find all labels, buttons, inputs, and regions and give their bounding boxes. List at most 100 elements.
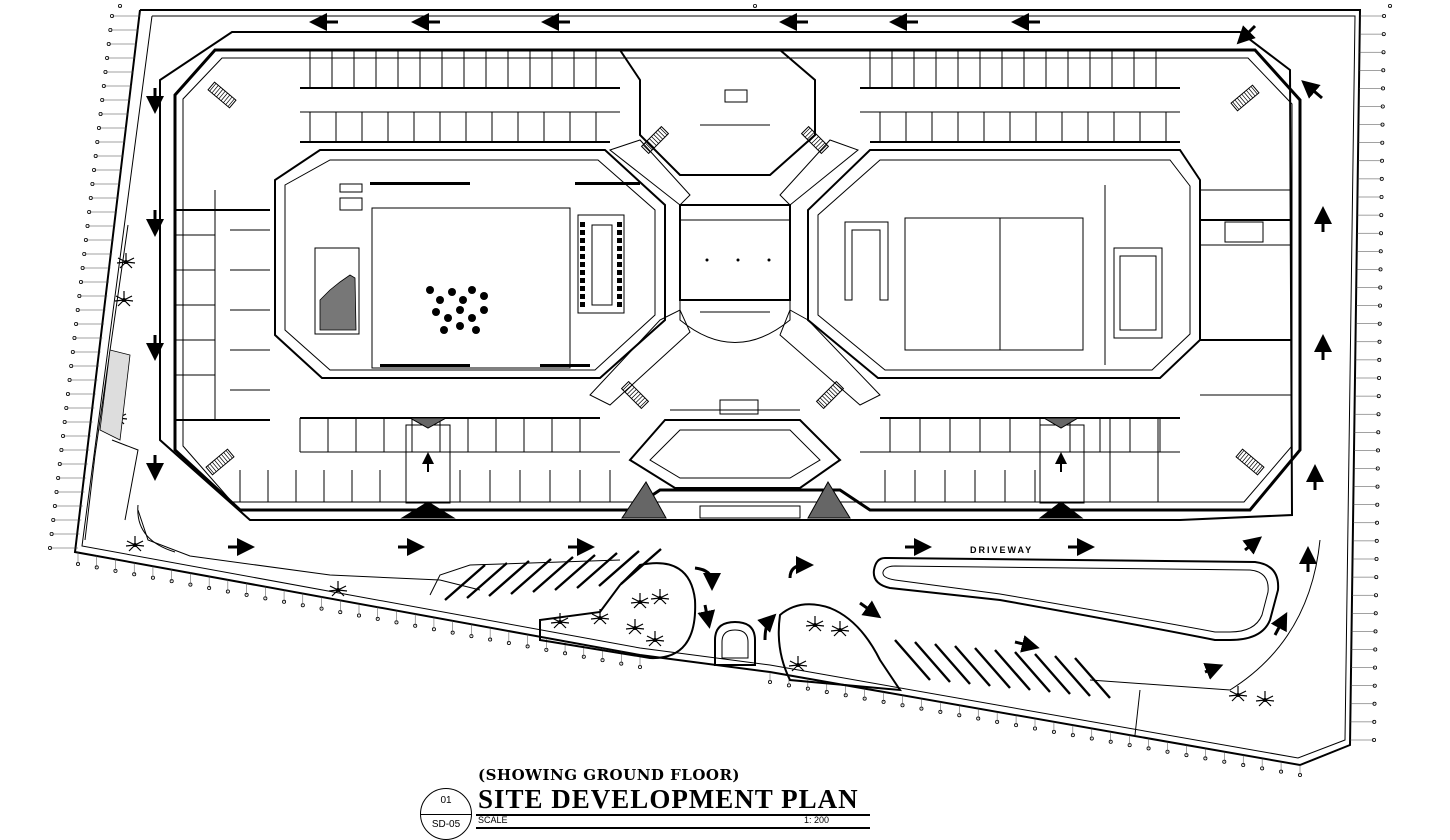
stair-tread: [228, 99, 234, 107]
stair-tread: [1247, 458, 1253, 466]
palm-tree-icon: [830, 620, 850, 637]
plaza-tree: [432, 308, 440, 316]
stair-tread: [623, 383, 630, 390]
stair-tread: [831, 387, 838, 394]
stair-tread: [640, 400, 647, 407]
stair-block: [208, 82, 236, 108]
stair-tread: [629, 389, 636, 396]
chair: [580, 262, 585, 267]
stair-tread: [829, 389, 836, 396]
parking-stall: [511, 559, 551, 594]
stair-tread: [1240, 452, 1246, 460]
drawing-subtitle: (SHOWING GROUND FLOOR): [478, 766, 741, 784]
plaza-tree: [468, 314, 476, 322]
arrow-icon: [860, 600, 882, 619]
driveway-label: DRIVEWAY: [970, 545, 1033, 555]
stair-block: [802, 127, 829, 154]
palm-tree-icon: [805, 615, 825, 632]
stair-outline: [206, 449, 234, 475]
parking-stall: [599, 551, 639, 586]
parking-stall: [555, 555, 595, 590]
plaza-tree: [468, 286, 476, 294]
stair-tread: [1246, 90, 1252, 98]
arrow-icon: [695, 568, 721, 591]
parking-stall: [1075, 658, 1110, 698]
stair-tread: [208, 466, 214, 474]
stair-tread: [820, 145, 827, 152]
chair: [617, 238, 622, 243]
stair-tread: [1256, 466, 1262, 474]
chair: [617, 278, 622, 283]
parking-landscape: [85, 225, 1320, 735]
chair: [617, 222, 622, 227]
stair-tread: [1251, 462, 1257, 470]
arrow-icon: [1203, 662, 1224, 680]
palm-tree-icon: [645, 630, 665, 647]
plaza-tree: [456, 306, 464, 314]
parking-stall: [489, 561, 529, 596]
parking-stall: [935, 644, 970, 684]
scale-underline: [476, 827, 870, 829]
stair-tread: [214, 87, 220, 95]
chair: [580, 286, 585, 291]
stair-tread: [824, 394, 831, 401]
chair: [617, 230, 622, 235]
sheet-number: SD-05: [431, 819, 461, 830]
stair-tread: [811, 136, 818, 143]
stair-tread: [219, 456, 225, 464]
stair-tread: [221, 454, 227, 462]
parking-stall: [1015, 652, 1050, 692]
stair-tread: [656, 132, 663, 139]
arrow-icon: [1301, 80, 1322, 98]
plaza-tree: [444, 314, 452, 322]
palm-tree-icon: [125, 535, 145, 552]
stair-tread: [818, 143, 825, 150]
chair: [617, 286, 622, 291]
plaza-tree: [456, 322, 464, 330]
parking-stall: [467, 563, 507, 598]
stair-tread: [1235, 100, 1241, 108]
chair: [580, 294, 585, 299]
stair-tread: [803, 128, 810, 135]
drawing-title: SITE DEVELOPMENT PLAN: [478, 784, 859, 814]
parking-stall: [955, 646, 990, 686]
palm-tree-icon: [1228, 685, 1248, 702]
parking-stall: [915, 642, 950, 682]
parking-stall: [577, 553, 617, 588]
chair: [580, 238, 585, 243]
detail-number: 01: [440, 795, 452, 806]
bottom-shops: [240, 418, 1180, 518]
stair-tread: [219, 91, 225, 99]
site-boundary: [48, 4, 1391, 776]
palm-tree-icon: [650, 588, 670, 605]
top-shops: [300, 50, 1180, 175]
arrow-icon: [757, 613, 777, 640]
chair: [617, 270, 622, 275]
plaza-tree: [480, 306, 488, 314]
stair-tread: [223, 95, 229, 103]
parking-stall: [1055, 656, 1090, 696]
plaza-tree: [436, 296, 444, 304]
chair: [580, 254, 585, 259]
stair-outline: [1236, 449, 1264, 475]
bubble-divider: [421, 814, 471, 815]
stair-tread: [217, 458, 223, 466]
chair: [617, 246, 622, 251]
left-court: [275, 150, 665, 378]
stair-tread: [627, 387, 634, 394]
stair-tread: [212, 85, 218, 93]
stair-outline: [208, 82, 236, 108]
arrow-icon: [790, 556, 814, 578]
stair-tread: [1239, 96, 1245, 104]
stair-tread: [212, 462, 218, 470]
title-block: (SHOWING GROUND FLOOR) SITE DEVELOPMENT …: [420, 764, 880, 840]
chair: [580, 230, 585, 235]
stair-tread: [820, 398, 827, 405]
stair-tread: [1237, 98, 1243, 106]
stair-block: [1231, 85, 1259, 111]
arrow-icon: [697, 605, 716, 629]
parking-stall: [995, 650, 1030, 690]
chair: [617, 254, 622, 259]
chair: [617, 262, 622, 267]
